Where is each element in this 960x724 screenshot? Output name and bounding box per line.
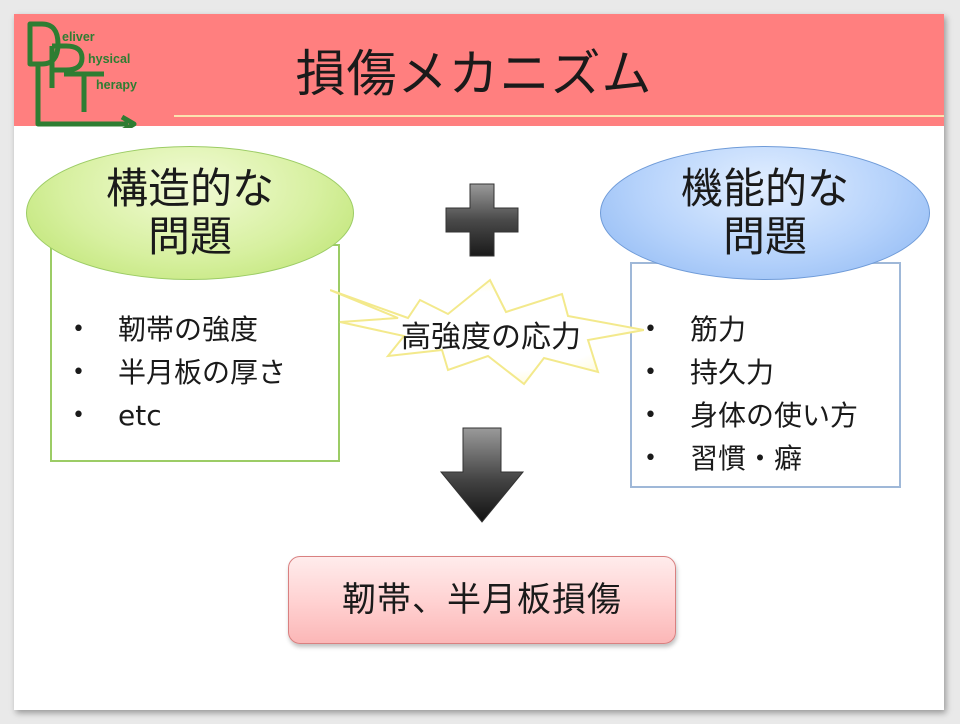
list-item: •習慣・癖: [626, 437, 858, 480]
down-arrow-icon: [439, 427, 525, 523]
bullet-icon: •: [644, 360, 657, 385]
high-stress-label: 高強度の応力: [401, 320, 581, 355]
structural-issues-list: •靭帯の強度 •半月板の厚さ •etc: [54, 308, 286, 437]
bullet-icon: •: [72, 317, 85, 342]
bullet-icon: •: [644, 446, 657, 471]
functional-heading-line2: 問題: [722, 212, 807, 261]
bullet-icon: •: [72, 403, 85, 428]
list-item: •筋力: [626, 308, 858, 351]
starburst-shape: [330, 278, 644, 386]
list-item: •靭帯の強度: [54, 308, 286, 351]
structural-issues-box: [50, 244, 340, 462]
structural-issues-heading: 構造的な 問題: [26, 146, 354, 280]
list-item: •etc: [54, 394, 286, 437]
plus-icon: [445, 183, 519, 257]
bullet-icon: •: [644, 317, 657, 342]
logo-word-eliver: eliver: [62, 30, 95, 44]
list-item: •持久力: [626, 351, 858, 394]
structural-heading-line2: 問題: [147, 212, 232, 261]
bullet-icon: •: [644, 403, 657, 428]
slide-title: 損傷メカニズム: [295, 45, 653, 103]
logo-word-hysical: hysical: [88, 52, 131, 66]
logo-word-herapy: herapy: [96, 78, 137, 92]
result-box: 靭帯、半月板損傷: [288, 556, 676, 644]
slide: eliver hysical herapy 損傷メカニズム 構造的な 問題 •靭…: [14, 14, 944, 710]
header-band: [14, 14, 944, 126]
functional-issues-heading: 機能的な 問題: [600, 146, 930, 280]
bullet-icon: •: [72, 360, 85, 385]
dpt-logo: eliver hysical herapy: [24, 20, 144, 134]
header-divider: [174, 115, 944, 117]
functional-issues-list: •筋力 •持久力 •身体の使い方 •習慣・癖: [626, 308, 858, 480]
structural-heading-line1: 構造的な: [105, 164, 274, 213]
functional-heading-line1: 機能的な: [680, 164, 849, 213]
list-item: •半月板の厚さ: [54, 351, 286, 394]
list-item: •身体の使い方: [626, 394, 858, 437]
